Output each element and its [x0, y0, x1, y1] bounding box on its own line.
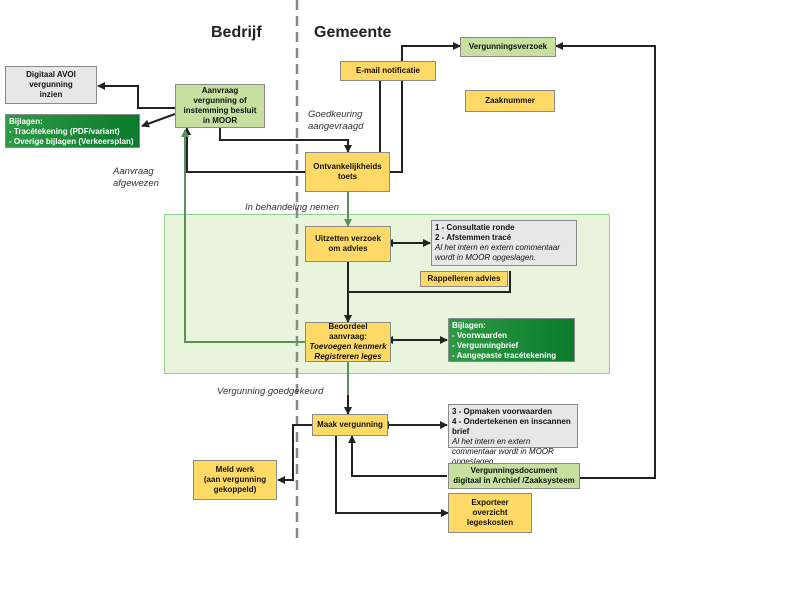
aanvraag-line-4: in MOOR: [202, 116, 238, 125]
zaaknummer-label: Zaaknummer: [485, 96, 535, 105]
consultatie-line-1: 1 - Consultatie ronde: [435, 223, 515, 232]
uitzetten-line-2: om advies: [328, 244, 368, 253]
arrow-aanvraag-bijlagen: [141, 113, 176, 128]
beoordeel-sub-1: Toevoegen kenmerk: [309, 342, 387, 351]
opmaken-line-2: 4 - Ondertekenen en inscannen brief: [452, 417, 571, 436]
exporteer-line-1: Exporteer: [471, 498, 509, 507]
vergunningsverzoek-label: Vergunningsverzoek: [468, 42, 548, 51]
meld-line-1: Meld werk: [215, 465, 255, 474]
uitzetten-verzoek-box: Uitzetten verzoek om advies: [305, 226, 391, 262]
lane-gemeente: Gemeente: [314, 24, 392, 41]
bijlagen2-item-1: - Voorwaarden: [452, 331, 507, 340]
digitaal-avoi-box: Digitaal AVOI vergunning inzien: [5, 66, 97, 104]
afgewezen-line-1: Aanvraag: [113, 166, 154, 177]
aanvraag-box: Aanvraag vergunning of instemming beslui…: [175, 84, 265, 128]
beoordeel-aanvraag-box: Beoordeel aanvraag: Toevoegen kenmerk Re…: [305, 322, 391, 362]
bijlagen2-item-3: - Aangepaste tracétekening: [452, 351, 557, 360]
avoi-line-2: vergunning: [29, 80, 73, 89]
bijlagen1-item-1: - Tracétekening (PDF/variant): [9, 127, 120, 136]
bijlagen2-title: Bijlagen:: [452, 321, 486, 330]
arrow-aanvraag-avoi: [97, 82, 175, 109]
maak-vergunning-box: Maak vergunning: [312, 414, 388, 436]
arrow-maak-exporteer: [335, 436, 449, 517]
exporteer-line-2: overzicht: [472, 508, 508, 517]
maak-label: Maak vergunning: [317, 420, 383, 429]
beoordeel-sub-2: Registreren leges: [314, 352, 382, 361]
afgewezen-line-2: afgewezen: [113, 178, 159, 189]
avoi-line-1: Digitaal AVOI: [26, 70, 76, 79]
label-in-behandeling: In behandeling nemen: [245, 202, 340, 213]
meld-werk-box: Meld werk (aan vergunning gekoppeld): [193, 460, 277, 500]
arrow-beoordeel-aanvraag: [181, 129, 305, 343]
opmaken-line-1: 3 - Opmaken voorwaarden: [452, 407, 553, 416]
opmaken-note: Al het intern en extern commentaar wordt…: [452, 437, 554, 466]
arrow-ontvankelijk-verzoek: [390, 42, 461, 173]
label-afgewezen: Aanvraag afgewezen: [113, 166, 159, 190]
arrow-afgewezen: [183, 127, 305, 173]
consultatie-note: Al het intern en extern commentaar wordt…: [435, 243, 560, 262]
zaaknummer-box: Zaaknummer: [465, 90, 555, 112]
bijlagen-beoordeel-box: Bijlagen: - Voorwaarden - Vergunningbrie…: [448, 318, 575, 362]
aanvraag-line-1: Aanvraag: [201, 86, 239, 95]
goedkeuring-line-1: Goedkeuring: [308, 109, 363, 120]
aanvraag-line-3: instemming besluit: [183, 106, 257, 115]
bijlagen2-item-2: - Vergunningbrief: [452, 341, 519, 350]
aanvraag-line-2: vergunning of: [193, 96, 247, 105]
exporteer-line-3: legeskosten: [466, 518, 514, 527]
goedkeuring-line-2: aangevraagd: [308, 121, 364, 132]
line-rappelleren: [348, 271, 511, 293]
arrow-maak-document: [348, 435, 447, 477]
bijlagen-aanvraag-box: Bijlagen: - Tracétekening (PDF/variant) …: [5, 114, 140, 148]
document-line-1: Vergunningsdocument: [470, 466, 558, 475]
label-goedkeuring: Goedkeuring aangevraagd: [308, 109, 363, 133]
ontvankelijk-line-1: Ontvankelijkheids: [313, 162, 382, 171]
arrow-maak-meld: [277, 424, 312, 484]
arrow-document-verzoek: [555, 42, 656, 479]
ontvankelijkheidstoets-box: Ontvankelijkheids toets: [305, 152, 390, 192]
rappelleren-label: Rappelleren advies: [427, 274, 501, 283]
vergunningsdocument-box: Vergunningsdocument digitaal in Archief …: [448, 463, 580, 489]
opmaken-box: 3 - Opmaken voorwaarden 4 - Ondertekenen…: [448, 404, 578, 466]
consultatie-line-2: 2 - Afstemmen tracé: [435, 233, 512, 242]
ontvankelijk-line-2: toets: [337, 172, 358, 181]
consultatie-box: 1 - Consultatie ronde 2 - Afstemmen trac…: [431, 220, 577, 266]
rappelleren-box: Rappelleren advies: [420, 271, 508, 287]
arrow-aanvraag-ontvankelijk: [219, 128, 352, 153]
beoordeel-title: Beoordeel aanvraag:: [328, 322, 368, 341]
lane-bedrijf: Bedrijf: [211, 24, 262, 41]
meld-line-3: gekoppeld): [213, 485, 257, 494]
bijlagen1-item-2: - Overige bijlagen (Verkeersplan): [9, 137, 134, 146]
meld-line-2: (aan vergunning: [203, 475, 267, 484]
uitzetten-line-1: Uitzetten verzoek: [315, 234, 381, 243]
email-label: E-mail notificatie: [355, 66, 420, 75]
document-line-2: digitaal in Archief /Zaaksysteem: [453, 476, 575, 485]
email-notificatie-box: E-mail notificatie: [340, 61, 436, 81]
vergunningsverzoek-box: Vergunningsverzoek: [460, 37, 556, 57]
label-goedgekeurd: Vergunning goedgekeurd: [217, 386, 324, 397]
bijlagen1-title: Bijlagen:: [9, 117, 43, 126]
exporteer-box: Exporteer overzicht legeskosten: [448, 493, 532, 533]
avoi-line-3: inzien: [39, 90, 63, 99]
